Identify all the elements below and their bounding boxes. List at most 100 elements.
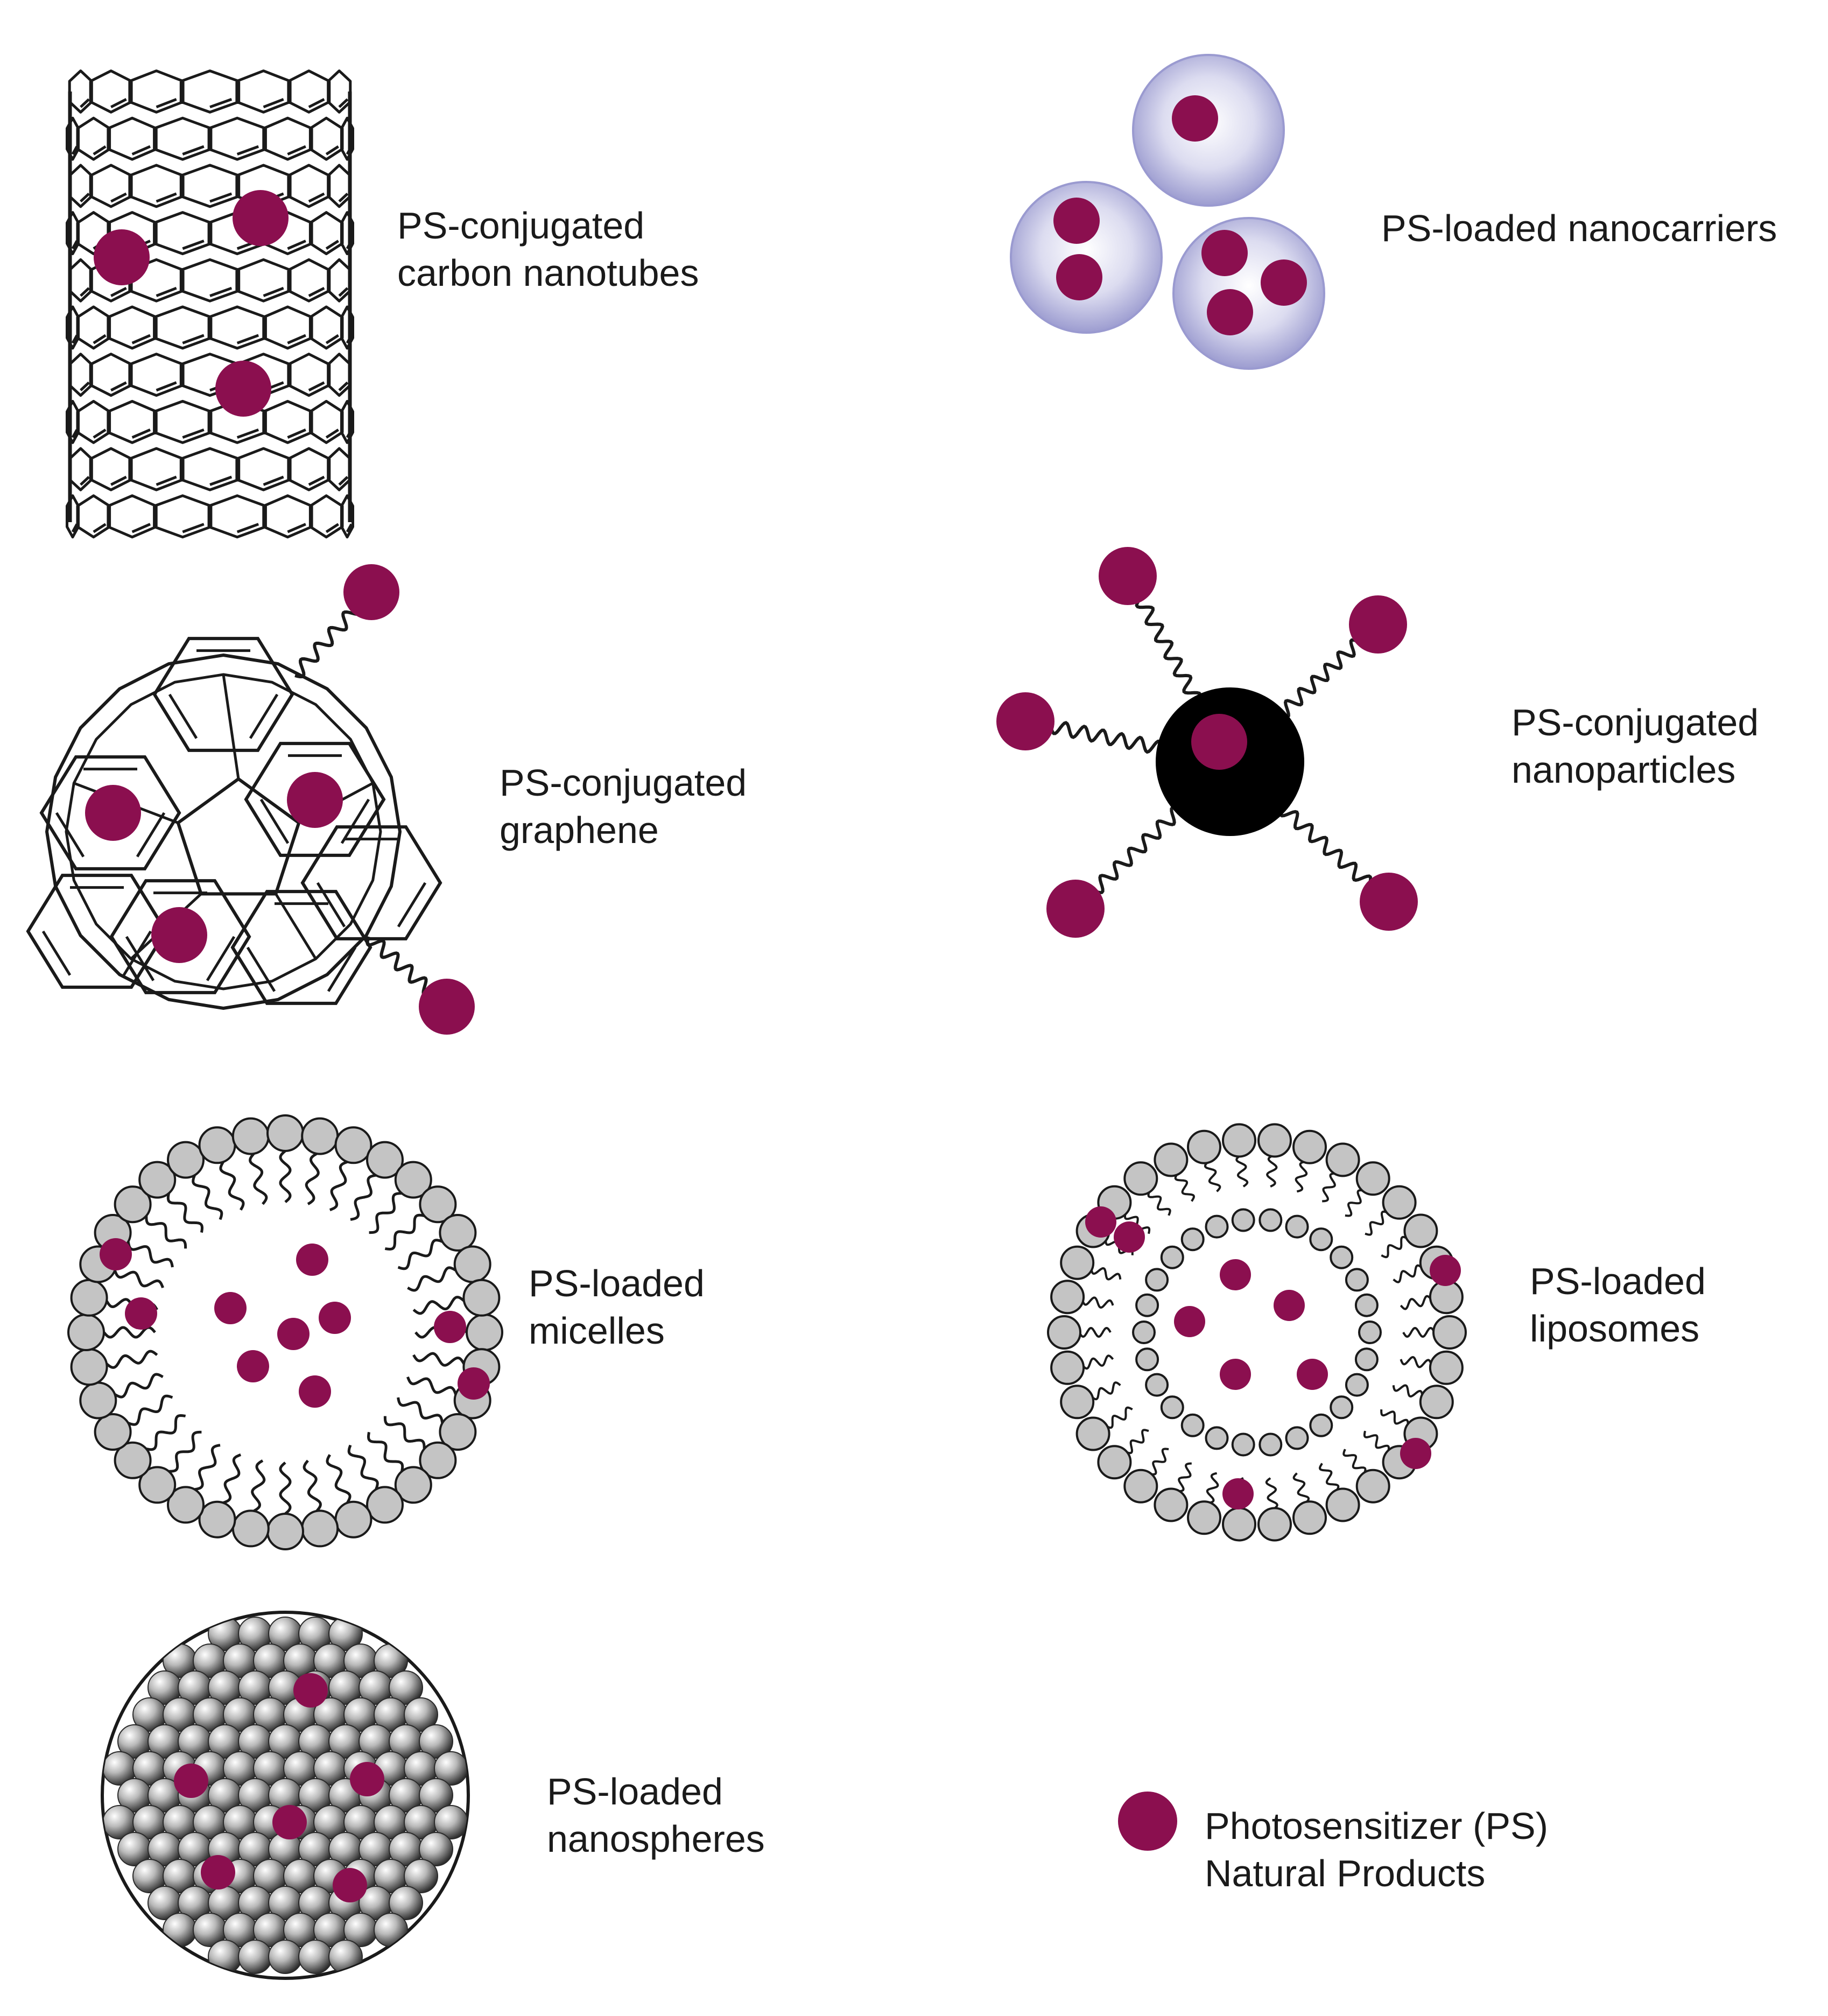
lipid-tail: [1266, 1154, 1278, 1188]
nanosphere-drawing: [101, 1611, 470, 1980]
lipid-tail: [412, 1296, 465, 1315]
micelle-ps-dot: [299, 1375, 331, 1408]
lipid-head-outer: [1060, 1245, 1095, 1280]
lipid-tail: [113, 1269, 164, 1289]
lipid-head-inner: [1258, 1208, 1283, 1232]
lipid-head-inner: [1135, 1347, 1159, 1372]
lipid-tail: [166, 1193, 204, 1233]
lipid-head-outer: [1257, 1507, 1292, 1542]
lipid-head-inner: [1309, 1227, 1333, 1252]
lipid-head-outer: [1187, 1129, 1221, 1164]
lipid-tail: [1342, 1449, 1367, 1475]
lipid-head-outer: [1123, 1161, 1158, 1196]
lipid-head-outer: [1075, 1416, 1110, 1451]
nanocarrier-ps-dot: [1056, 254, 1102, 300]
linker-chain: [1135, 598, 1202, 703]
lipid-tail: [1091, 1381, 1121, 1401]
lipid-head: [67, 1313, 105, 1351]
lipid-head-inner: [1345, 1373, 1369, 1397]
lipid-head: [301, 1509, 339, 1548]
lipid-tail: [383, 1416, 426, 1449]
lipid-tail: [1345, 1189, 1365, 1217]
lipid-head: [266, 1513, 304, 1550]
lipid-head-inner: [1258, 1432, 1283, 1457]
fullerene-double-bond: [168, 649, 279, 739]
lipid-head: [167, 1486, 205, 1524]
nanocarrier-ps-dot: [1172, 95, 1218, 142]
nanosphere-ps-dot: [201, 1855, 235, 1889]
lipid-tail: [1363, 1430, 1390, 1452]
graphene-ps-dot: [343, 564, 399, 620]
micelle-ps-dot: [100, 1238, 132, 1270]
lipid-tail: [114, 1373, 164, 1399]
lipid-tail: [146, 1414, 186, 1451]
lipid-tail: [347, 1444, 379, 1490]
nanoparticle-drawing: [996, 547, 1418, 938]
lipid-head-inner: [1180, 1413, 1205, 1437]
nanosphere-ps-dot: [272, 1805, 307, 1839]
lipid-tail: [1292, 1472, 1310, 1504]
lipid-tail: [384, 1213, 425, 1251]
lipid-tail: [168, 1430, 202, 1473]
lipid-head: [366, 1141, 404, 1179]
lipid-head: [79, 1381, 117, 1420]
micelle-drawing: [67, 1114, 503, 1550]
nanosphere-bead: [238, 1940, 272, 1974]
nanocarrier-ps-dot: [1261, 259, 1307, 306]
lipid-head-inner: [1330, 1245, 1354, 1269]
lipid-head-outer: [1432, 1315, 1467, 1350]
lipid-head-inner: [1231, 1208, 1255, 1232]
lipid-tail: [1124, 1212, 1151, 1234]
fullerene-double-bond: [55, 768, 166, 858]
lipid-head: [453, 1245, 491, 1283]
nanocarrier-ps-dot: [1207, 289, 1253, 335]
fullerene-pentagon: [176, 777, 301, 896]
lipid-tail: [145, 1216, 187, 1249]
nanosphere-bead: [419, 1832, 453, 1866]
nanosphere-bead: [389, 1886, 423, 1920]
lipid-tail: [305, 1152, 320, 1205]
lipid-tail: [251, 1459, 266, 1513]
lipid-head: [138, 1161, 177, 1199]
lipid-head-inner: [1330, 1395, 1354, 1420]
graphene-ps-dot: [85, 785, 141, 841]
lipid-tail: [350, 1174, 377, 1221]
lipid-head: [366, 1486, 404, 1524]
lipid-head: [334, 1126, 372, 1164]
lipid-head: [462, 1279, 501, 1317]
nanotube-lattice: [66, 69, 354, 539]
lipid-head-outer: [1222, 1507, 1256, 1542]
nanosphere-ps-dot: [350, 1762, 384, 1796]
lipid-tail: [1265, 1477, 1278, 1511]
lipid-head: [94, 1413, 132, 1451]
lipid-head-outer: [1154, 1142, 1189, 1177]
lipid-tail: [1295, 1160, 1308, 1193]
micelle-ps-dot: [319, 1302, 351, 1334]
fullerene-hexagon: [230, 890, 372, 1005]
lipid-head: [167, 1141, 205, 1179]
lipid-tail: [128, 1394, 173, 1426]
lipid-head: [394, 1161, 432, 1199]
lipid-head: [334, 1500, 372, 1539]
nanosphere-bead: [419, 1724, 453, 1759]
liposome-ps-dot: [1174, 1306, 1205, 1337]
lipid-head-outer: [1097, 1445, 1132, 1480]
lipid-head: [70, 1348, 108, 1386]
fullerene-hexagon: [109, 879, 251, 994]
lipid-head-inner: [1205, 1214, 1229, 1239]
nanotube-ps-dot: [94, 229, 150, 285]
nanosphere-bead: [404, 1859, 438, 1893]
carbon-nanotubes-label: PS-conjugated carbon nanotubes: [397, 205, 699, 294]
lipid-head: [114, 1185, 152, 1224]
lipid-head-outer: [1325, 1142, 1360, 1177]
lipid-tail: [1125, 1429, 1149, 1455]
nanotube-ps-dot: [233, 190, 289, 246]
nanosphere-bead: [419, 1778, 453, 1813]
nanocarrier-drawing: [1010, 54, 1325, 370]
nanosphere-bead: [298, 1940, 333, 1974]
fullerene-double-bond: [259, 754, 370, 844]
lipid-head-outer: [1429, 1350, 1464, 1385]
lipid-head-inner: [1354, 1293, 1379, 1317]
liposome-ps-dot: [1430, 1255, 1461, 1286]
nanoparticle-ps-dot: [996, 692, 1054, 750]
